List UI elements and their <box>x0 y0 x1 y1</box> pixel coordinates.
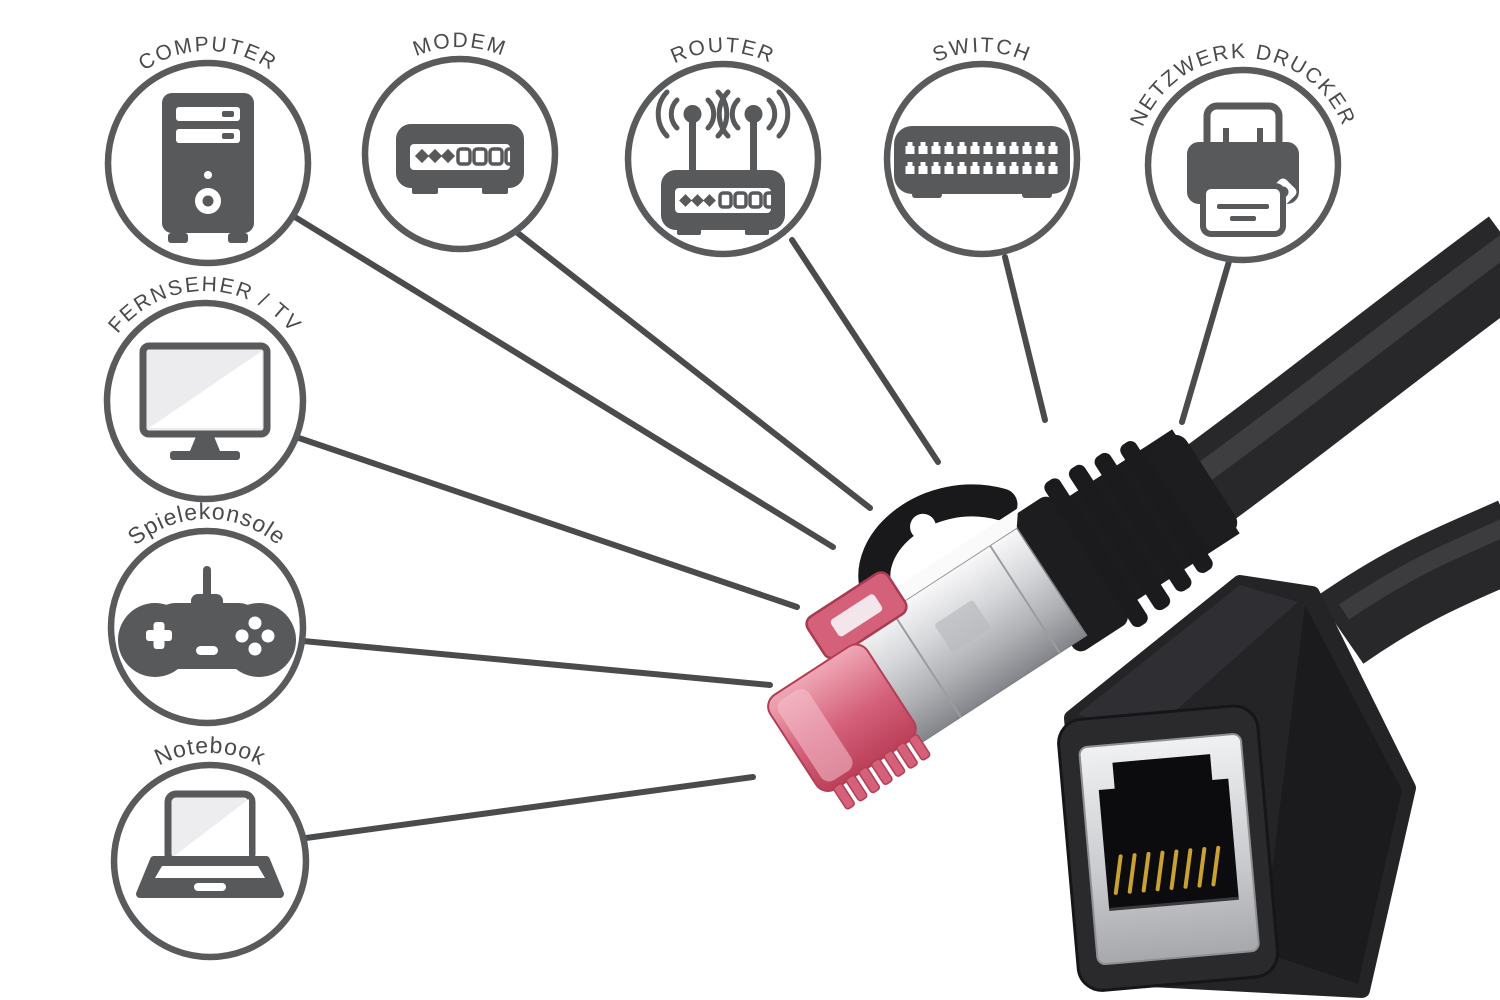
patch-cable-photo <box>767 216 1500 998</box>
gamepad-icon <box>118 566 296 677</box>
wifi-router-icon <box>655 89 791 235</box>
rj45-plug-male <box>767 429 1240 810</box>
node-spielekonsole: Spielekonsole <box>107 498 307 727</box>
network-switch-icon <box>894 126 1070 198</box>
plug-red-clip <box>805 571 908 660</box>
line-tv-to-cable <box>290 433 800 610</box>
node-switch: SWITCH <box>883 34 1081 258</box>
printer-icon <box>1187 102 1299 237</box>
plug-red-nose <box>767 643 931 810</box>
coupler-side-shade <box>1262 605 1402 984</box>
line-modem-to-cable <box>507 224 873 511</box>
plug-boot <box>858 429 1240 652</box>
rj45-coupler-female <box>1057 575 1416 998</box>
node-computer: COMPUTER <box>104 33 312 267</box>
line-computer-to-cable <box>287 211 836 550</box>
node-modem: MODEM <box>361 29 559 253</box>
connection-lines <box>287 211 1233 841</box>
node-fernseher-tv: FERNSEHER / TV <box>103 273 307 503</box>
line-switch-to-cable <box>1002 254 1048 423</box>
male-cable <box>1154 216 1500 541</box>
desktop-tower-icon <box>162 93 254 243</box>
node-router: ROUTER <box>624 34 822 258</box>
line-drucker-to-cable <box>1179 255 1233 425</box>
female-cable <box>1316 500 1500 664</box>
node-notebook: Notebook <box>110 732 310 961</box>
line-router-to-cable <box>789 237 941 465</box>
tv-icon <box>139 342 271 460</box>
line-konsole-to-cable <box>300 638 773 688</box>
coupler-top-bevel <box>1078 585 1298 742</box>
modem-icon <box>396 124 524 194</box>
node-netzwerk-drucker: NETZWERK DRUCKER <box>1126 40 1358 264</box>
line-notebook-to-cable <box>303 774 756 841</box>
coupler-face <box>1057 704 1280 992</box>
latch-hook-hole <box>910 513 937 540</box>
jack-gold-pins <box>1113 845 1221 895</box>
laptop-icon <box>136 790 284 898</box>
plug-contact-teeth <box>833 734 931 810</box>
